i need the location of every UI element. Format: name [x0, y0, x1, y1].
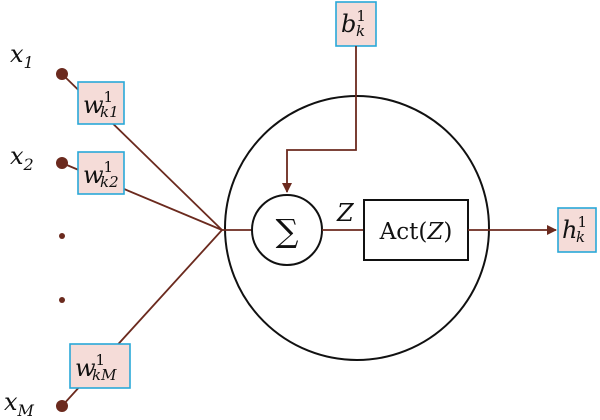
input-node-1 — [56, 68, 68, 80]
ellipsis-dot — [59, 233, 65, 239]
z-label: Z — [336, 199, 355, 227]
activation-box — [363, 199, 469, 261]
input-node-2 — [56, 157, 68, 169]
activation-label: Act(Z) — [379, 219, 453, 245]
summation-symbol: ∑ — [276, 212, 299, 250]
neuron-body — [224, 95, 490, 361]
bias-arrow — [282, 46, 357, 193]
input-label-x2: x2 — [10, 142, 34, 174]
input-label-xm: xM — [4, 388, 35, 420]
input-node-m — [56, 400, 68, 412]
svg-text:b1k: b1k — [341, 7, 366, 40]
svg-text:h1k: h1k — [562, 213, 587, 246]
input-label-x1: x1 — [10, 40, 34, 72]
ellipsis-dot — [59, 297, 65, 303]
